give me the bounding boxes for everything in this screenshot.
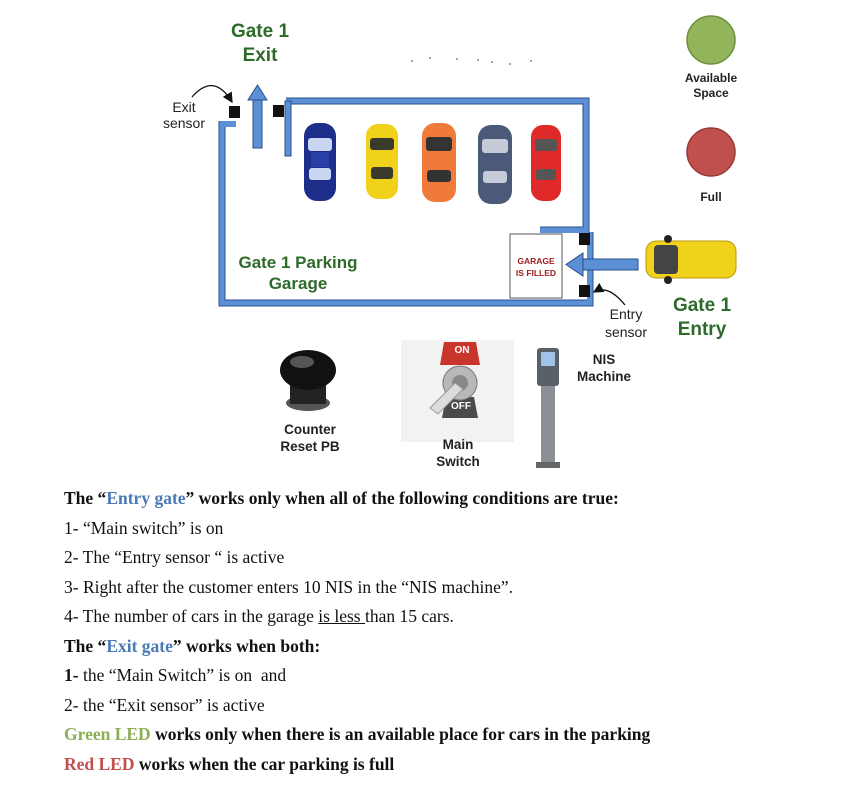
exit-sensor-icon	[229, 106, 240, 118]
garage-label-line2: Garage	[268, 274, 328, 293]
red-led-highlight: Red LED	[64, 753, 135, 774]
entry-sensor-label-line1: Entry	[609, 306, 643, 322]
gate-entry-title-line2: Entry	[677, 319, 727, 340]
exit-gate-highlight: Exit gate	[106, 635, 173, 656]
counter-reset-button-icon	[280, 350, 336, 411]
counter-label-line1: Counter	[284, 422, 336, 437]
garage-filled-sign	[509, 233, 563, 299]
garage-wall-outline	[218, 97, 594, 307]
entry-sensor-label: Entry sensor	[596, 305, 656, 341]
nis-machine-icon	[536, 348, 560, 468]
parked-car-2	[366, 124, 398, 199]
switch-label-line1: Main	[442, 437, 474, 452]
entry-heading-pre: The “	[64, 488, 107, 508]
exit-gate-post	[284, 100, 292, 157]
nis-machine-label: NIS Machine	[566, 351, 642, 385]
entry-gate-highlight: Entry gate	[106, 488, 186, 508]
main-switch-icon	[401, 340, 514, 442]
conditions-text: The “Entry gate” works only when all of …	[64, 484, 854, 779]
switch-on-text: ON	[454, 345, 470, 356]
exit-condition-1: 1- the “Main Switch” is on and	[64, 661, 854, 691]
available-label-line2: Space	[693, 86, 729, 100]
parked-car-1	[304, 123, 336, 201]
gate-exit-title-line1: Gate 1	[230, 21, 290, 42]
entry-sensor-pointer	[592, 282, 626, 306]
exit-heading-post: ” works when both:	[172, 635, 321, 656]
exit-condition1-num: 1-	[64, 665, 79, 685]
parked-car-4	[478, 125, 512, 204]
nis-label-line1: NIS	[592, 352, 616, 367]
condition4-underlined: is less	[318, 606, 365, 626]
exit-condition-2: 2- the “Exit sensor” is active	[64, 694, 265, 715]
counter-label-line2: Reset PB	[280, 439, 340, 454]
parked-car-5	[531, 125, 561, 201]
green-led-highlight: Green LED	[64, 724, 151, 744]
red-led-line: Red LED works when the car parking is fu…	[64, 750, 854, 780]
gate-entry-title-line1: Gate 1	[672, 295, 732, 316]
green-led-rest: works only when there is an available pl…	[150, 724, 651, 744]
exit-heading-pre: The “	[64, 635, 107, 656]
condition4-post: than 15 cars.	[364, 606, 454, 626]
parked-car-3	[422, 123, 456, 202]
entry-condition-2: 2- The “Entry sensor “ is active	[64, 547, 285, 567]
garage-label: Gate 1 Parking Garage	[226, 252, 370, 294]
main-switch-label: Main Switch	[418, 436, 498, 470]
exit-sensor-label-line1: Exit	[172, 99, 196, 115]
red-led-rest: works when the car parking is full	[134, 753, 395, 774]
entry-sensor-icon	[579, 285, 590, 297]
switch-off-text: OFF	[451, 401, 471, 412]
switch-label-line2: Switch	[436, 454, 480, 469]
exit-condition1-rest: the “Main Switch” is on and	[78, 665, 287, 685]
exit-sensor-pointer	[191, 85, 233, 104]
available-label-line1: Available	[684, 71, 738, 85]
exit-sensor-label-line2: sensor	[162, 115, 206, 131]
decorative-dots	[411, 57, 532, 65]
garage-sign-line2: IS FILLED	[515, 268, 557, 278]
gate-entry-title: Gate 1 Entry	[660, 294, 744, 342]
entering-car	[645, 235, 737, 284]
exit-inner-sensor-icon	[273, 105, 284, 117]
condition4-pre: 4- The number of cars in the garage	[64, 606, 319, 626]
entry-condition-3: 3- Right after the customer enters 10 NI…	[64, 576, 514, 597]
available-space-label: Available Space	[676, 71, 746, 101]
gate-exit-title-line2: Exit	[242, 45, 278, 66]
garage-sign-line1: GARAGE	[517, 256, 555, 266]
entry-condition-4: 4- The number of cars in the garage is l…	[64, 602, 854, 632]
entry-gate-heading: The “Entry gate” works only when all of …	[64, 484, 854, 514]
full-label: Full	[700, 190, 722, 204]
exit-arrow	[247, 84, 268, 149]
red-led-icon	[686, 127, 736, 177]
entry-sensor-label-line2: sensor	[604, 324, 648, 340]
garage-label-line1: Gate 1 Parking	[238, 253, 358, 272]
garage-filled-sign-text: GARAGE IS FILLED	[510, 255, 562, 279]
garage-outer-wall	[219, 98, 593, 306]
entry-heading-post: ” works only when all of the following c…	[185, 488, 619, 508]
green-led-line: Green LED works only when there is an av…	[64, 720, 854, 750]
entry-arrow	[565, 252, 639, 277]
counter-reset-label: Counter Reset PB	[268, 421, 352, 455]
exit-sensor-label: Exit sensor	[154, 99, 214, 131]
exit-gate-heading: The “Exit gate” works when both:	[64, 632, 854, 662]
nis-label-line2: Machine	[576, 369, 631, 384]
green-led-icon	[686, 15, 736, 65]
entry-condition-1: 1- “Main switch” is on	[64, 517, 224, 538]
parking-diagram	[191, 15, 737, 468]
entry-gate-sensor-icon	[579, 233, 590, 245]
gate-exit-title: Gate 1 Exit	[218, 20, 302, 68]
